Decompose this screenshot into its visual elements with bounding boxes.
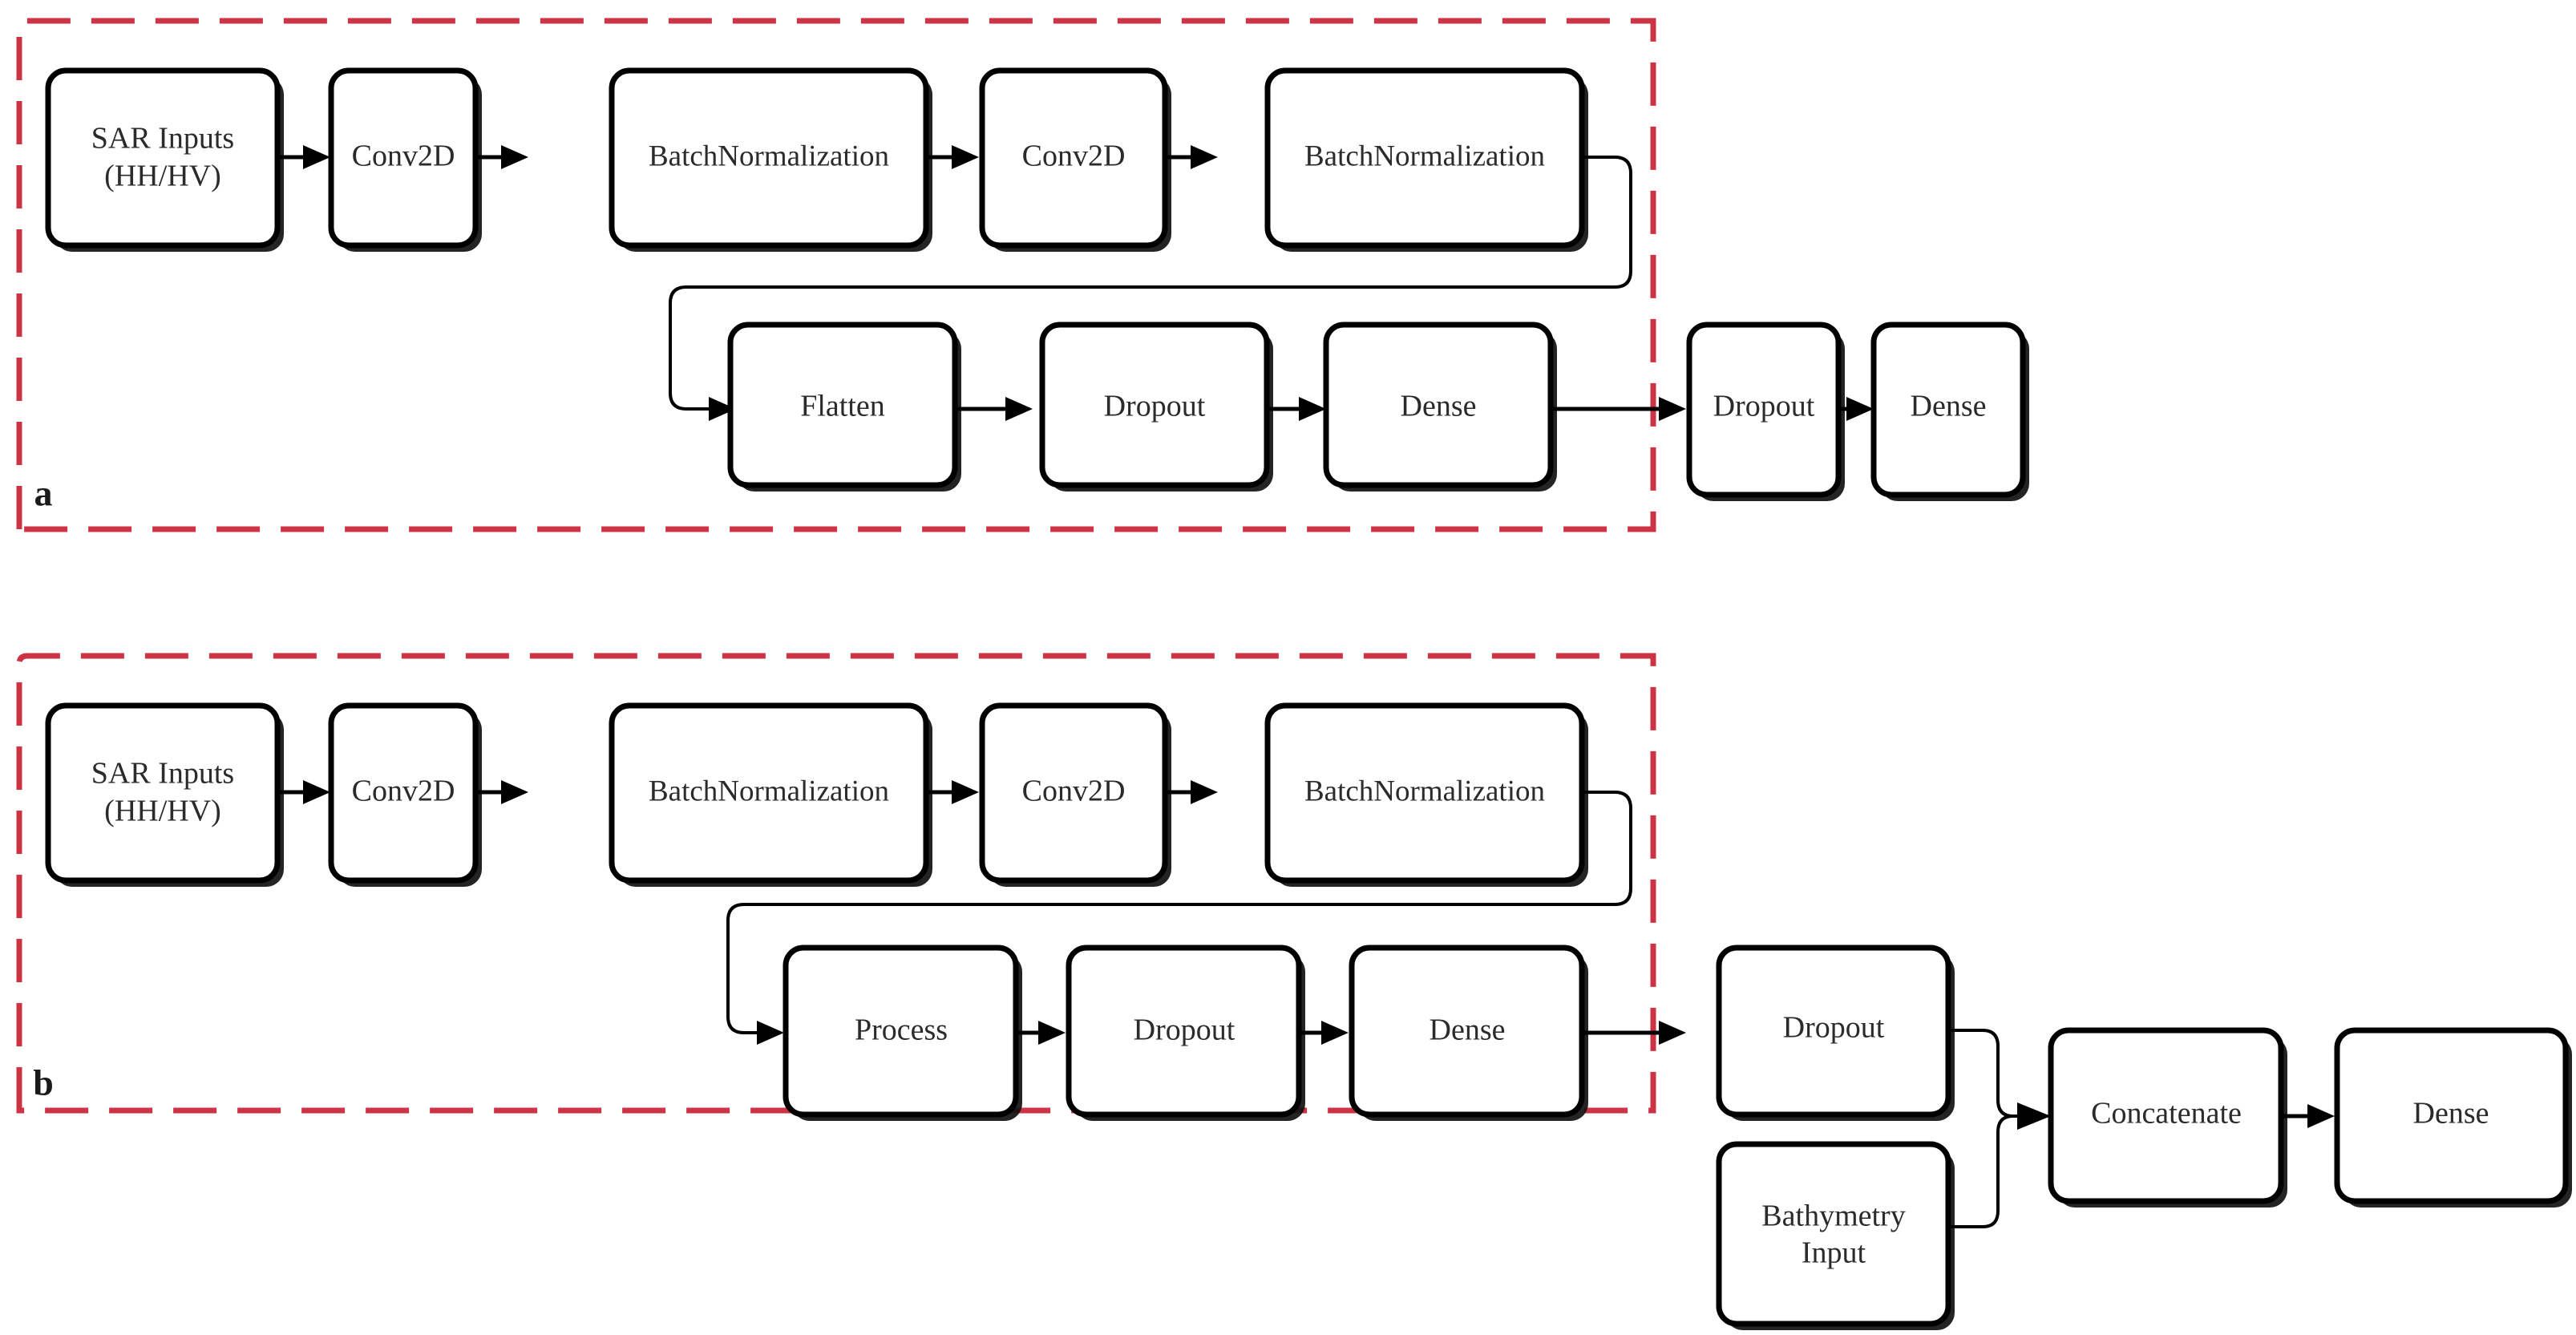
- arrow-sar-to-conv1-a: [277, 145, 330, 169]
- node-label: Dropout: [1783, 1011, 1885, 1045]
- node-box: [1716, 1141, 1951, 1327]
- node-label: Dropout: [1104, 390, 1206, 423]
- arrow-head-icon: [1321, 1021, 1349, 1045]
- node-batchnorm-2-b: BatchNormalization: [1264, 702, 1588, 887]
- arrow-head-icon: [757, 1021, 784, 1045]
- arrow-head-icon: [501, 780, 528, 804]
- node-process-b: Process: [783, 945, 1022, 1121]
- panel-b-letter: b: [33, 1062, 54, 1103]
- node-sar-inputs-b: SAR Inputs (HH/HV): [45, 702, 284, 887]
- arrow-head-icon: [1659, 397, 1686, 421]
- node-label-line2: (HH/HV): [104, 795, 221, 828]
- node-label-line1: SAR Inputs: [91, 122, 234, 156]
- node-dropout-2-a: Dropout: [1686, 322, 1845, 501]
- node-batchnorm-1-b: BatchNormalization: [609, 702, 932, 887]
- arrow-dense1-to-dropout2-a: [1551, 397, 1686, 421]
- arrow-dropout1-to-dense1-b: [1299, 1021, 1349, 1045]
- node-box: [2334, 1027, 2569, 1204]
- panel-a-dashed-border: [16, 18, 1656, 532]
- node-label-line1: Bathymetry: [1761, 1199, 1905, 1233]
- node-box: [1870, 322, 2026, 498]
- node-label: BatchNormalization: [1304, 140, 1545, 172]
- arrow-head-icon: [303, 780, 330, 804]
- arrow-concat-to-dense2-b: [2281, 1104, 2335, 1128]
- arrow-process-to-dropout1-b: [1016, 1021, 1066, 1045]
- node-box: [1323, 322, 1554, 488]
- arrow-head-icon: [501, 145, 528, 169]
- arrow-head-icon: [1659, 1021, 1686, 1045]
- node-conv2d-1-a: Conv2D: [328, 67, 482, 252]
- arrow-head-icon: [1005, 397, 1033, 421]
- node-batchnorm-1-a: BatchNormalization: [609, 67, 932, 252]
- node-dense-2-a: Dense: [1870, 322, 2029, 501]
- node-label-line2: Input: [1802, 1236, 1866, 1270]
- arrow-conv2-to-bn2-b: [1165, 780, 1218, 804]
- arrow-head-icon: [709, 397, 736, 421]
- node-conv2d-1-b: Conv2D: [328, 702, 482, 887]
- arrow-dense1-to-dropout2-b: [1582, 1021, 1686, 1045]
- node-box: [727, 322, 958, 488]
- node-conv2d-2-b: Conv2D: [979, 702, 1171, 887]
- node-dense-1-a: Dense: [1323, 322, 1557, 492]
- panel-b-dashed-border: [16, 653, 1656, 1114]
- node-label: Conv2D: [352, 140, 455, 173]
- panel-a-letter: a: [34, 473, 53, 514]
- arrow-dropout1-to-dense1-a: [1267, 397, 1326, 421]
- arrow-head-icon: [1191, 780, 1218, 804]
- node-concatenate-b: Concatenate: [2048, 1027, 2287, 1208]
- arrow-flatten-to-dropout1-a: [955, 397, 1033, 421]
- node-dropout-1-b: Dropout: [1066, 945, 1305, 1121]
- node-box: [45, 67, 281, 249]
- node-label: BatchNormalization: [649, 140, 889, 172]
- node-label: BatchNormalization: [1304, 775, 1545, 807]
- node-label: Conv2D: [1022, 140, 1126, 173]
- arrow-bn1-to-conv2-a: [926, 145, 979, 169]
- node-label: Dense: [1401, 390, 1477, 423]
- arrow-head-icon: [2017, 1102, 2051, 1130]
- arrow-conv2-to-bn2-a: [1165, 145, 1218, 169]
- arrow-head-icon: [1846, 397, 1874, 421]
- arrow-head-icon: [1299, 397, 1326, 421]
- node-dense-1-b: Dense: [1349, 945, 1588, 1121]
- node-conv2d-2-a: Conv2D: [979, 67, 1171, 252]
- node-label: Conv2D: [352, 775, 455, 808]
- arrow-sar-to-conv1-b: [277, 780, 330, 804]
- node-box: [1039, 322, 1270, 488]
- node-dropout-1-a: Dropout: [1039, 322, 1273, 492]
- node-label: Dense: [1911, 390, 1987, 423]
- arrow-head-icon: [1191, 145, 1218, 169]
- arrow-conv1-to-bn1-b: [475, 780, 528, 804]
- connector-bn2-to-flatten-a: [669, 156, 1632, 411]
- node-label: Conv2D: [1022, 775, 1126, 808]
- node-bathymetry-input-b: Bathymetry Input: [1716, 1141, 1955, 1330]
- node-label: Flatten: [800, 390, 885, 423]
- node-sar-inputs-a: SAR Inputs (HH/HV): [45, 67, 284, 252]
- arrow-head-icon: [952, 145, 979, 169]
- connector-bathymetry-to-concat-b: [1948, 1115, 2017, 1228]
- node-batchnorm-2-a: BatchNormalization: [1264, 67, 1588, 252]
- connector-bn2-to-process-b: [726, 791, 1632, 1034]
- arrow-bn1-to-conv2-b: [926, 780, 979, 804]
- arrow-conv1-to-bn1-a: [475, 145, 528, 169]
- node-box: [45, 702, 281, 884]
- node-label: Dense: [2413, 1097, 2489, 1131]
- node-dense-2-b: Dense: [2334, 1027, 2572, 1208]
- arrow-head-icon: [1038, 1021, 1066, 1045]
- arrow-dropout2-to-dense2-a: [1838, 397, 1874, 421]
- connector-dropout2-to-concat-b: [1948, 1029, 2017, 1118]
- node-flatten-a: Flatten: [727, 322, 961, 492]
- arrow-head-icon: [303, 145, 330, 169]
- arrow-head-icon: [2307, 1104, 2335, 1128]
- node-label: Dropout: [1134, 1013, 1235, 1047]
- node-label: Process: [855, 1013, 948, 1047]
- node-dropout-2-b: Dropout: [1716, 945, 1955, 1121]
- node-label-line1: SAR Inputs: [91, 757, 234, 791]
- node-label: BatchNormalization: [649, 775, 889, 807]
- node-label-line2: (HH/HV): [104, 160, 221, 193]
- node-label: Dense: [1430, 1013, 1506, 1047]
- node-label: Concatenate: [2091, 1097, 2242, 1131]
- node-label: Dropout: [1713, 390, 1815, 423]
- arrow-head-icon: [952, 780, 979, 804]
